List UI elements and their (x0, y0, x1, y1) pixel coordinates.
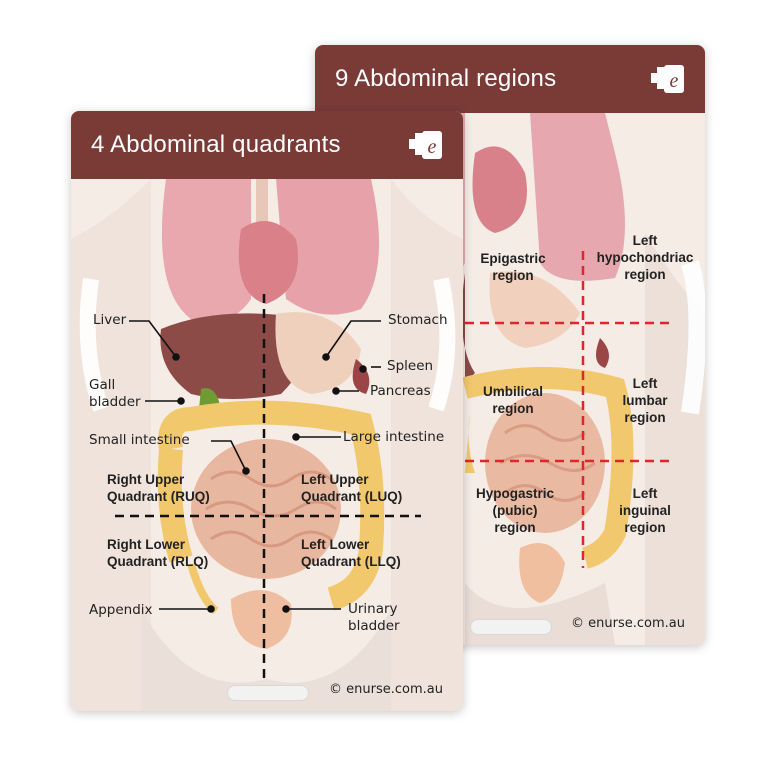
lanyard-slot (470, 619, 552, 635)
ruq-label: Right Upper Quadrant (RUQ) (107, 472, 210, 504)
large-intestine-label: Large intestine (343, 429, 445, 445)
liver-label: Liver (93, 312, 127, 328)
appendix-label: Appendix (89, 602, 153, 618)
copyright-footer: © enurse.com.au (329, 682, 443, 697)
enurse-logo-icon: e (651, 65, 684, 93)
left-inguinal-region-label: Left inguinal region (619, 486, 671, 535)
small-intestine-label: Small intestine (89, 432, 190, 448)
pancreas-label: Pancreas (370, 383, 431, 399)
epigastric-region-label: Epigastric region (480, 251, 546, 283)
rlq-label: Right Lower Quadrant (RLQ) (107, 537, 209, 569)
region-lines (465, 251, 670, 568)
abdominal-quadrants-card: 4 Abdominal quadrants e (71, 111, 463, 711)
stomach-label: Stomach (388, 312, 448, 328)
luq-label: Left Upper Quadrant (LUQ) (301, 472, 403, 504)
card-header: 9 Abdominal regions e (315, 45, 705, 113)
urinary-bladder-label: Urinary bladder (348, 601, 400, 634)
left-hypochondriac-region-label: Left hypochondriac region (596, 233, 694, 282)
svg-text:e: e (428, 136, 437, 158)
enurse-logo-icon: e (409, 131, 442, 159)
quadrant-lines (115, 294, 421, 679)
llq-label: Left Lower Quadrant (LLQ) (301, 537, 401, 569)
hypogastric-region-label: Hypogastric (pubic) region (475, 486, 555, 535)
anatomy-illustration (71, 179, 463, 711)
card-header: 4 Abdominal quadrants e (71, 111, 463, 179)
gall-bladder-label: Gall bladder (89, 377, 141, 410)
lanyard-slot (227, 685, 309, 701)
svg-text:e: e (670, 70, 679, 92)
copyright-footer: © enurse.com.au (571, 616, 685, 631)
left-lumbar-region-label: Left lumbar region (622, 376, 668, 425)
umbilical-region-label: Umbilical region (482, 384, 544, 416)
card-title: 4 Abdominal quadrants (91, 131, 341, 158)
leader-lines (129, 320, 381, 613)
card-title: 9 Abdominal regions (335, 65, 557, 92)
spleen-label: Spleen (387, 358, 434, 374)
